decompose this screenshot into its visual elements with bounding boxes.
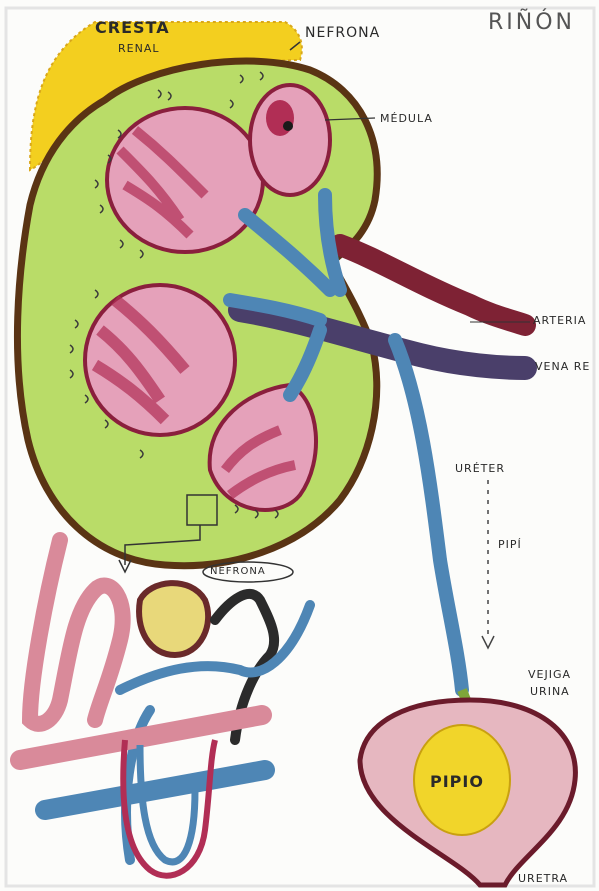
- nephron-illustration: [20, 540, 310, 876]
- label-urinaria: URINA: [530, 685, 570, 698]
- label-renal: RENAL: [118, 42, 159, 55]
- ureter: [395, 340, 462, 690]
- label-arteria: ARTERIA: [533, 314, 586, 327]
- flow-arrowhead: [482, 636, 494, 648]
- medula-dot: [283, 121, 293, 131]
- label-header-partial: RIÑÓN: [488, 10, 575, 35]
- label-vena: VENA RE: [535, 360, 590, 373]
- label-medula: MÉDULA: [380, 112, 433, 125]
- nephron-blue-vessel-h: [45, 770, 265, 810]
- label-pipi-arrow: PIPÍ: [498, 538, 522, 551]
- label-nefrona-top: NEFRONA: [305, 25, 380, 41]
- pyramid-top-right: [250, 85, 330, 195]
- label-uretra: URETRA: [518, 872, 568, 885]
- label-nefrona-inset: NEFRONA: [210, 566, 266, 577]
- label-cresta: CRESTA: [95, 18, 170, 37]
- glomerulus: [139, 583, 208, 655]
- loop-of-henle-blue: [140, 745, 195, 862]
- label-pipio: PIPIO: [430, 772, 484, 791]
- label-ureter: URÉTER: [455, 462, 505, 475]
- nephron-tube-pink: [30, 540, 123, 724]
- renal-artery: [340, 245, 525, 325]
- label-vejiga: VEJIGA: [528, 668, 571, 681]
